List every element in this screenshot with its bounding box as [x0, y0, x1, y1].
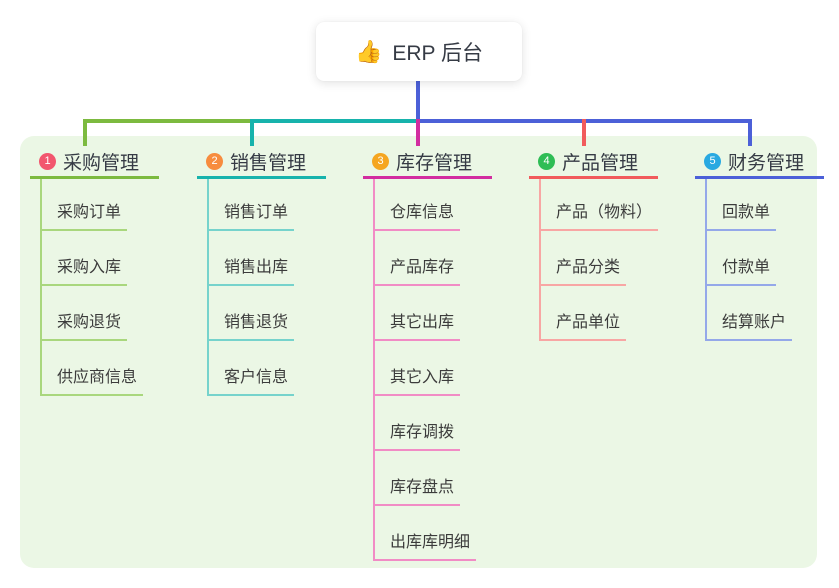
topic-badge: 2	[206, 152, 223, 170]
branch-topic[interactable]: 2 销售管理	[197, 146, 326, 179]
topic-label: 财务管理	[728, 152, 805, 174]
branch-drop-line	[83, 119, 87, 146]
child-node[interactable]: 其它入库	[373, 368, 461, 396]
topic-badge: 1	[39, 152, 56, 170]
topic-badge-number: 1	[44, 154, 51, 167]
topic-badge: 3	[372, 152, 389, 170]
child-node[interactable]: 其它出库	[373, 313, 461, 341]
child-node[interactable]: 付款单	[705, 258, 777, 286]
child-node[interactable]: 采购入库	[40, 258, 128, 286]
child-node[interactable]: 回款单	[705, 203, 777, 231]
branch-connector-horizontal	[250, 119, 420, 123]
child-node[interactable]: 销售退货	[207, 313, 295, 341]
branch-topic[interactable]: 4 产品管理	[529, 146, 658, 179]
child-node[interactable]: 客户信息	[207, 368, 295, 396]
branches-panel	[20, 136, 817, 568]
branch-topic[interactable]: 5 财务管理	[695, 146, 824, 179]
child-node[interactable]: 库存盘点	[373, 478, 461, 506]
topic-label: 采购管理	[63, 152, 140, 174]
topic-badge-number: 3	[377, 154, 384, 167]
branch-drop-line	[416, 119, 420, 146]
branch-topic[interactable]: 1 采购管理	[30, 146, 159, 179]
child-node[interactable]: 供应商信息	[40, 368, 144, 396]
child-node[interactable]: 出库库明细	[373, 533, 477, 561]
branch-drop-line	[250, 119, 254, 146]
child-node[interactable]: 产品分类	[539, 258, 627, 286]
branch-topic[interactable]: 3 库存管理	[363, 146, 492, 179]
children-connector-line	[539, 179, 541, 341]
topic-badge-number: 5	[709, 154, 716, 167]
topic-badge-number: 4	[543, 154, 550, 167]
root-connector-line	[416, 81, 420, 123]
children-connector-line	[705, 179, 707, 341]
branch-drop-line	[582, 119, 586, 146]
child-node[interactable]: 库存调拨	[373, 423, 461, 451]
children-connector-line	[373, 179, 375, 561]
child-node[interactable]: 结算账户	[705, 313, 793, 341]
child-node[interactable]: 产品单位	[539, 313, 627, 341]
topic-label: 销售管理	[230, 152, 307, 174]
children-connector-line	[207, 179, 209, 396]
topic-badge: 5	[704, 152, 721, 170]
children-connector-line	[40, 179, 42, 396]
child-node[interactable]: 销售订单	[207, 203, 295, 231]
child-node[interactable]: 销售出库	[207, 258, 295, 286]
topic-label: 库存管理	[396, 152, 473, 174]
branch-connector-horizontal	[83, 119, 254, 123]
root-node[interactable]: 👍 ERP 后台	[316, 22, 522, 81]
thumbs-up-icon: 👍	[354, 38, 383, 64]
branch-drop-line	[748, 119, 752, 146]
child-node[interactable]: 采购退货	[40, 313, 128, 341]
child-node[interactable]: 仓库信息	[373, 203, 461, 231]
child-node[interactable]: 产品（物料）	[539, 203, 659, 231]
root-label: ERP 后台	[392, 41, 484, 65]
topic-label: 产品管理	[562, 152, 639, 174]
child-node[interactable]: 产品库存	[373, 258, 461, 286]
child-node[interactable]: 采购订单	[40, 203, 128, 231]
topic-badge-number: 2	[211, 154, 218, 167]
topic-badge: 4	[538, 152, 555, 170]
